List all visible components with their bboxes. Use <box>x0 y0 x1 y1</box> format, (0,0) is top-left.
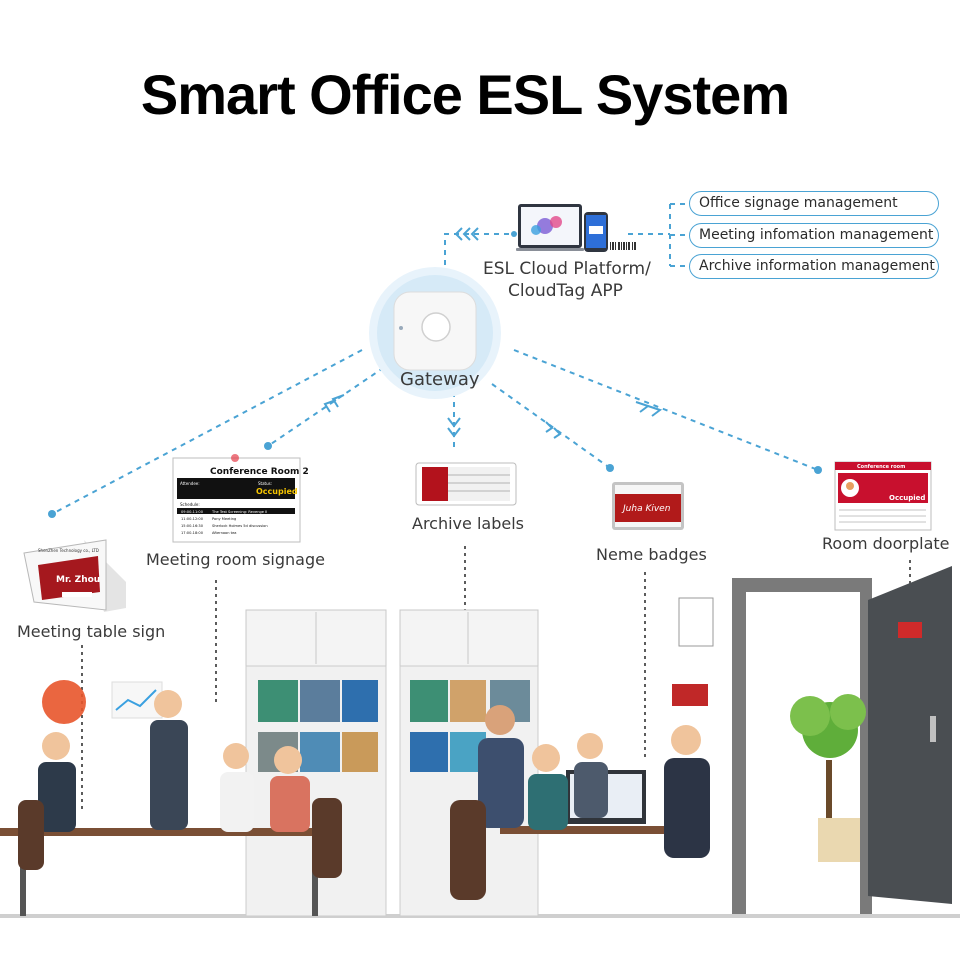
svg-text:Attendee:: Attendee: <box>180 481 200 486</box>
badge-name: Juha Kiven <box>621 504 671 514</box>
plant <box>790 694 866 862</box>
svg-text:Pony Meeting: Pony Meeting <box>212 517 236 521</box>
room2-title: Conference Room 2 <box>210 467 309 477</box>
platform-label-line2: CloudTag APP <box>508 281 623 301</box>
svg-text:17:00-18:00: 17:00-18:00 <box>181 531 204 535</box>
office-scene <box>0 566 960 918</box>
connector-endpoints <box>48 231 822 518</box>
room-doorplate-device: Conference room Occupied <box>834 461 932 531</box>
svg-text:Status:: Status: <box>258 481 272 486</box>
connector-room-signage <box>267 361 393 447</box>
gateway-label: Gateway <box>400 369 480 390</box>
feature-archive-information: Archive information management <box>689 254 939 279</box>
svg-text:09:00-11:00: 09:00-11:00 <box>181 510 204 514</box>
room2-status: Occupied <box>256 487 298 496</box>
table-sign-company: ShenZhen Technology co., LTD <box>38 548 99 553</box>
cabinet-left <box>245 609 387 917</box>
gateway-device <box>369 267 501 399</box>
device-label-room-doorplate: Room doorplate <box>822 534 950 553</box>
platform-label-line1: ESL Cloud Platform/ <box>483 259 651 279</box>
device-label-archive-labels: Archive labels <box>412 514 524 533</box>
svg-text:Afternoon tea: Afternoon tea <box>212 531 236 535</box>
connector-cloud <box>444 233 512 345</box>
page-title: Smart Office ESL System <box>140 63 790 126</box>
meeting-room-signage-device: Conference Room 2 Attendee: Status: Occu… <box>172 454 309 543</box>
people-left <box>38 690 310 832</box>
device-label-meeting-room-signage: Meeting room signage <box>146 550 325 569</box>
doorplate-status: Occupied <box>889 494 925 502</box>
table-sign-name: Mr. Zhou <box>56 575 100 585</box>
feature-meeting-information: Meeting infomation management <box>689 223 939 248</box>
svg-text:11:00-12:00: 11:00-12:00 <box>181 517 204 521</box>
archive-label-device <box>415 462 517 506</box>
svg-text:Sherlock Holmes 5d discussion: Sherlock Holmes 5d discussion <box>212 524 268 528</box>
svg-text:Schedule:: Schedule: <box>180 502 200 507</box>
svg-text:15:00-16:30: 15:00-16:30 <box>181 524 204 528</box>
connector-table-sign <box>51 349 363 515</box>
connector-arrows <box>323 227 663 439</box>
cloud-platform-devices <box>516 204 636 252</box>
gateway-button-icon <box>421 312 451 342</box>
svg-text:Conference room: Conference room <box>857 464 905 470</box>
name-badge-device: Juha Kiven <box>612 482 684 530</box>
connector-platform-features <box>628 203 689 267</box>
barcode-icon <box>610 242 636 250</box>
meeting-table-sign-device: Mr. Zhou ShenZhen Technology co., LTD <box>23 539 126 612</box>
people-right <box>478 705 710 858</box>
device-label-meeting-table-sign: Meeting table sign <box>17 622 166 641</box>
device-label-name-badges: Neme badges <box>596 545 707 564</box>
connector-doorplate <box>513 349 819 471</box>
feature-office-signage: Office signage management <box>689 191 939 216</box>
svg-text:The Test Screening: Revenge II: The Test Screening: Revenge II <box>211 510 267 514</box>
